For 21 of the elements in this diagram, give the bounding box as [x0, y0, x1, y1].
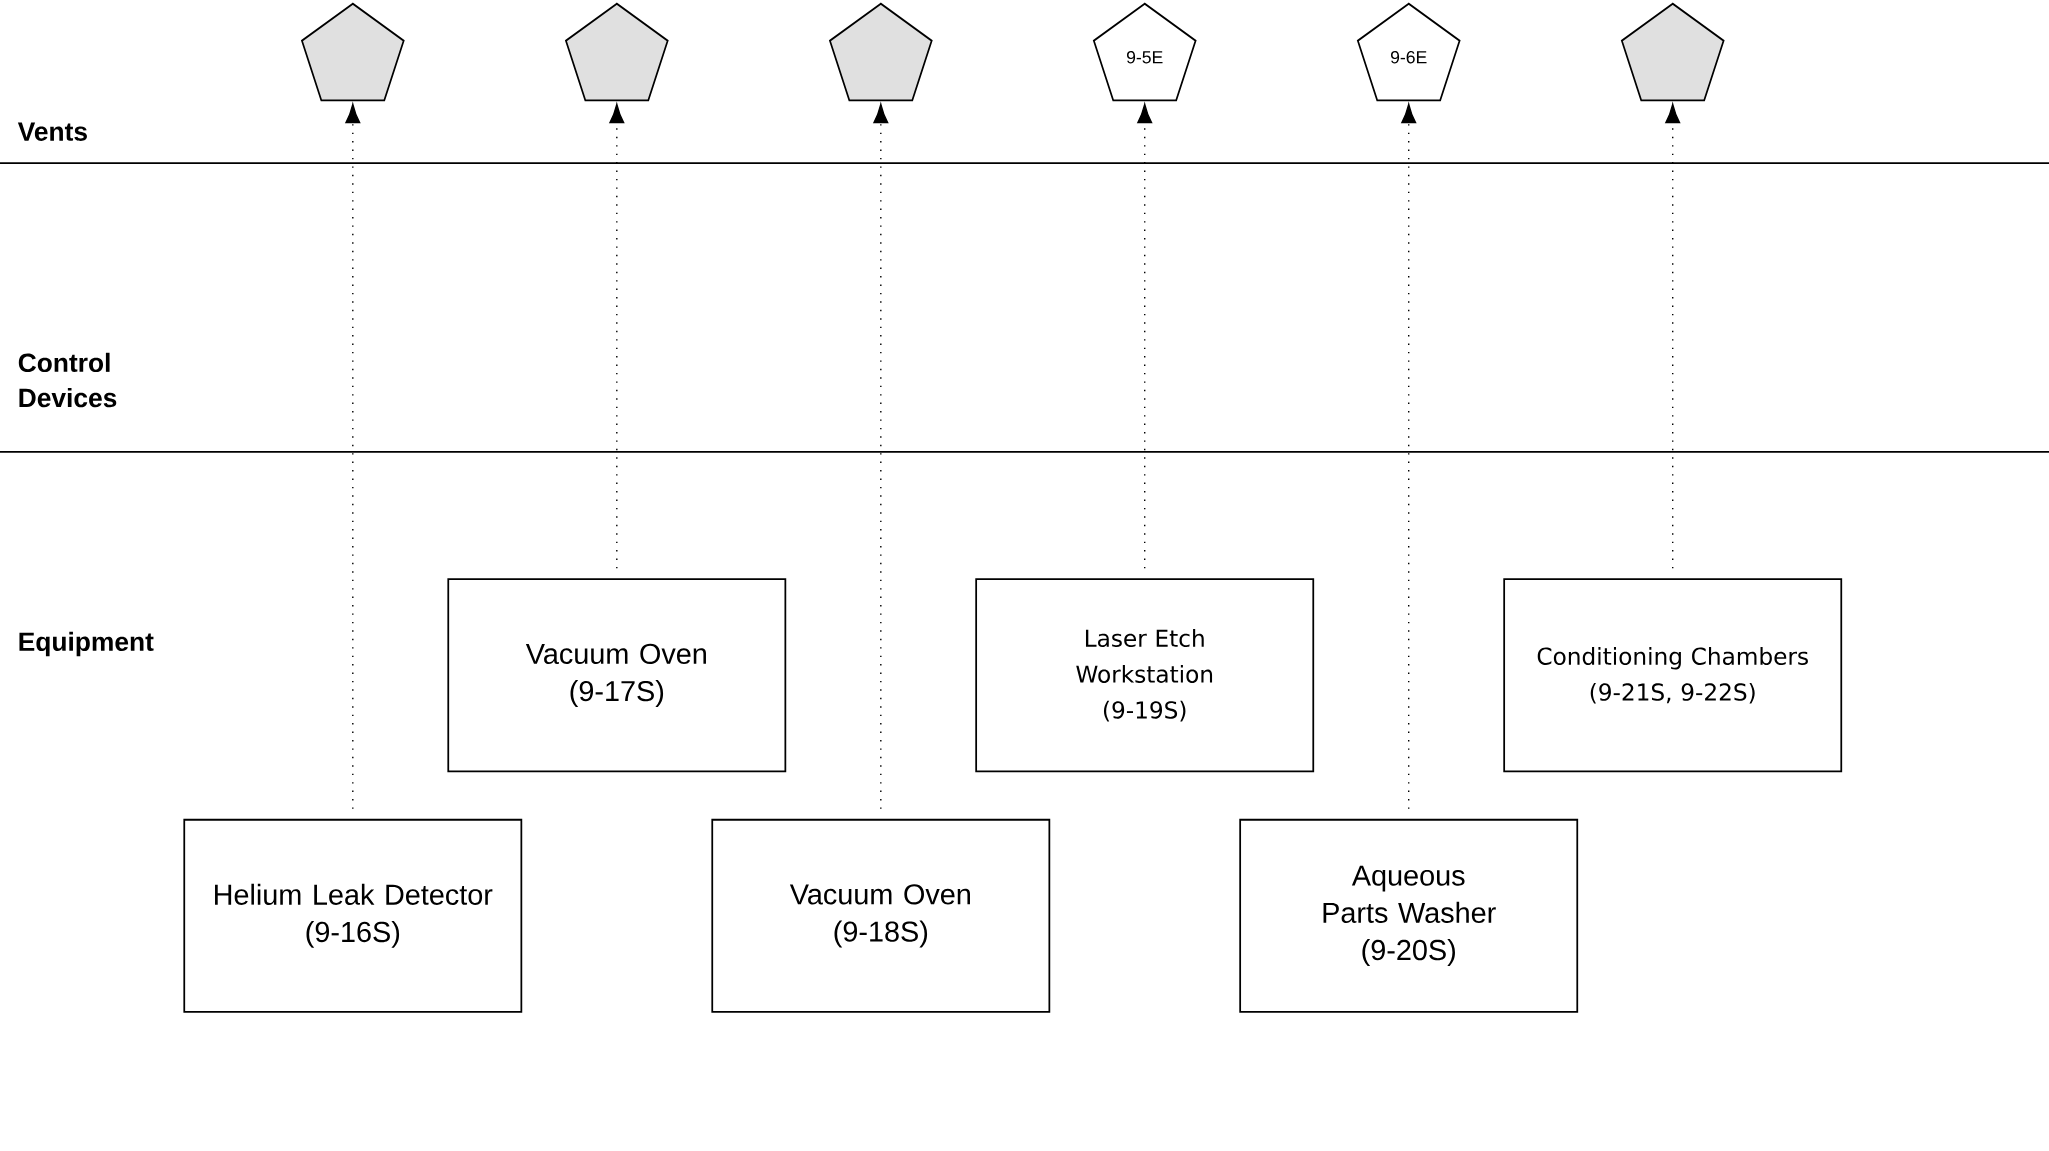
equipment-box: Helium Leak Detector (9-16S): [183, 818, 523, 1013]
vent-pentagon: [828, 2, 933, 102]
vent-pentagon: [564, 2, 669, 102]
row-label: Equipment: [19, 631, 154, 657]
equipment-box: Vacuum Oven (9-17S): [447, 578, 787, 773]
vent-pentagon: [1620, 2, 1725, 102]
arrow: [1401, 103, 1417, 810]
row-label: Vents: [17, 122, 87, 141]
vent-pentagon: 9-6E: [1356, 2, 1461, 102]
vent-pentagon: 9-5E: [1092, 2, 1197, 102]
arrow: [1137, 103, 1153, 570]
equipment-box: Laser Etch Workstation (9-19S): [975, 578, 1315, 773]
arrow: [345, 103, 361, 810]
vent-pentagon: [300, 2, 405, 102]
row-label: Control Devices: [18, 352, 117, 408]
equipment-box: Conditioning Chambers (9-21S, 9-22S): [1503, 578, 1843, 773]
equipment-box: Aqueous Parts Washer (9-20S): [1239, 818, 1579, 1013]
arrow: [873, 103, 889, 810]
arrow: [609, 103, 625, 570]
equipment-box: Vacuum Oven (9-18S): [711, 818, 1051, 1013]
arrow: [1665, 103, 1681, 570]
